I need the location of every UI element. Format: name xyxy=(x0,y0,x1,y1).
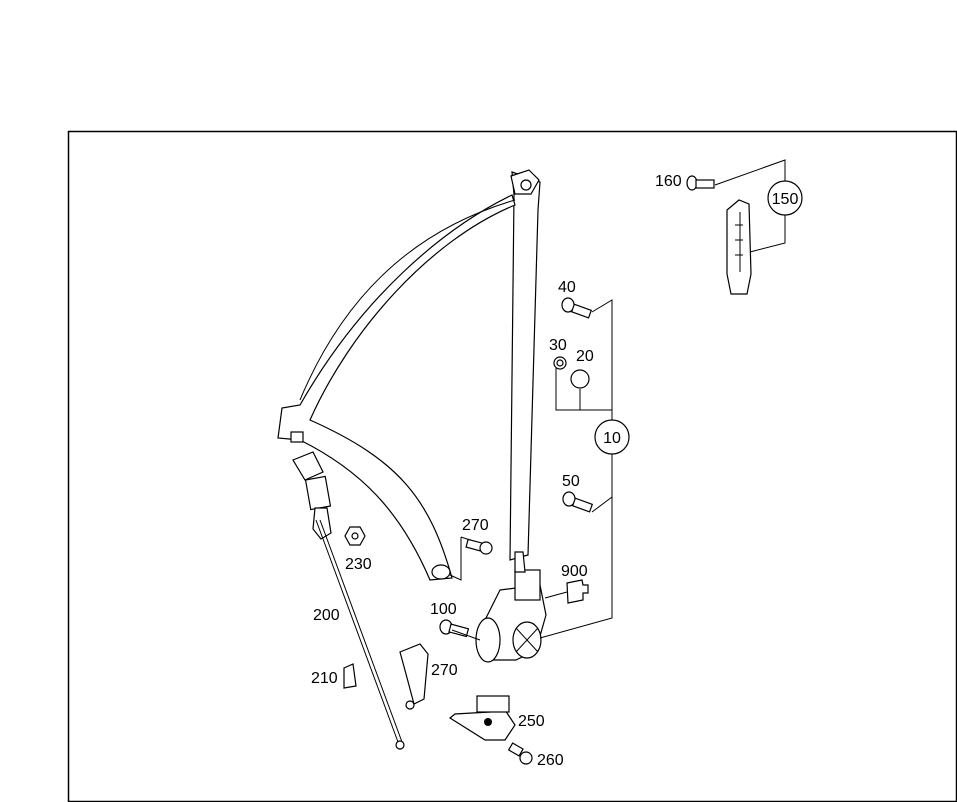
washer-part-30 xyxy=(553,356,567,370)
retractor-assembly xyxy=(475,551,547,663)
callout-100: 100 xyxy=(430,601,457,618)
callout-160: 160 xyxy=(655,173,682,190)
screw-part-260 xyxy=(507,742,533,765)
cap-part-20 xyxy=(570,369,590,389)
callout-circle-10 xyxy=(594,419,630,455)
callout-270-screw: 270 xyxy=(462,517,489,534)
screw-part-270 xyxy=(465,538,493,555)
screw-part-100 xyxy=(439,619,470,638)
leader-lines xyxy=(449,159,786,641)
callout-150: 150 xyxy=(772,191,799,208)
height-rail-part-150 xyxy=(726,199,752,295)
clip-part-210 xyxy=(343,663,357,689)
callout-270-bracket: 270 xyxy=(431,662,458,679)
callout-200: 200 xyxy=(313,607,340,624)
callout-50: 50 xyxy=(562,473,580,490)
callout-20: 20 xyxy=(576,348,594,365)
screw-part-160 xyxy=(686,175,715,191)
height-adjuster-part-250 xyxy=(448,695,516,741)
buckle-cable-part-200 xyxy=(292,451,405,750)
callout-210: 210 xyxy=(311,670,338,687)
screw-part-50 xyxy=(562,491,594,513)
callout-230: 230 xyxy=(345,556,372,573)
callout-260: 260 xyxy=(537,752,564,769)
callout-900: 900 xyxy=(561,563,588,580)
callout-circle-150 xyxy=(767,180,803,216)
nut-part-230 xyxy=(344,526,366,546)
callout-250: 250 xyxy=(518,713,545,730)
screw-part-40 xyxy=(561,297,593,319)
callout-10: 10 xyxy=(603,430,621,447)
belt-webbing xyxy=(277,169,541,581)
bracket-part-270 xyxy=(399,643,429,710)
cover-part-900 xyxy=(566,579,589,604)
callout-30: 30 xyxy=(549,337,567,354)
callout-40: 40 xyxy=(558,279,576,296)
